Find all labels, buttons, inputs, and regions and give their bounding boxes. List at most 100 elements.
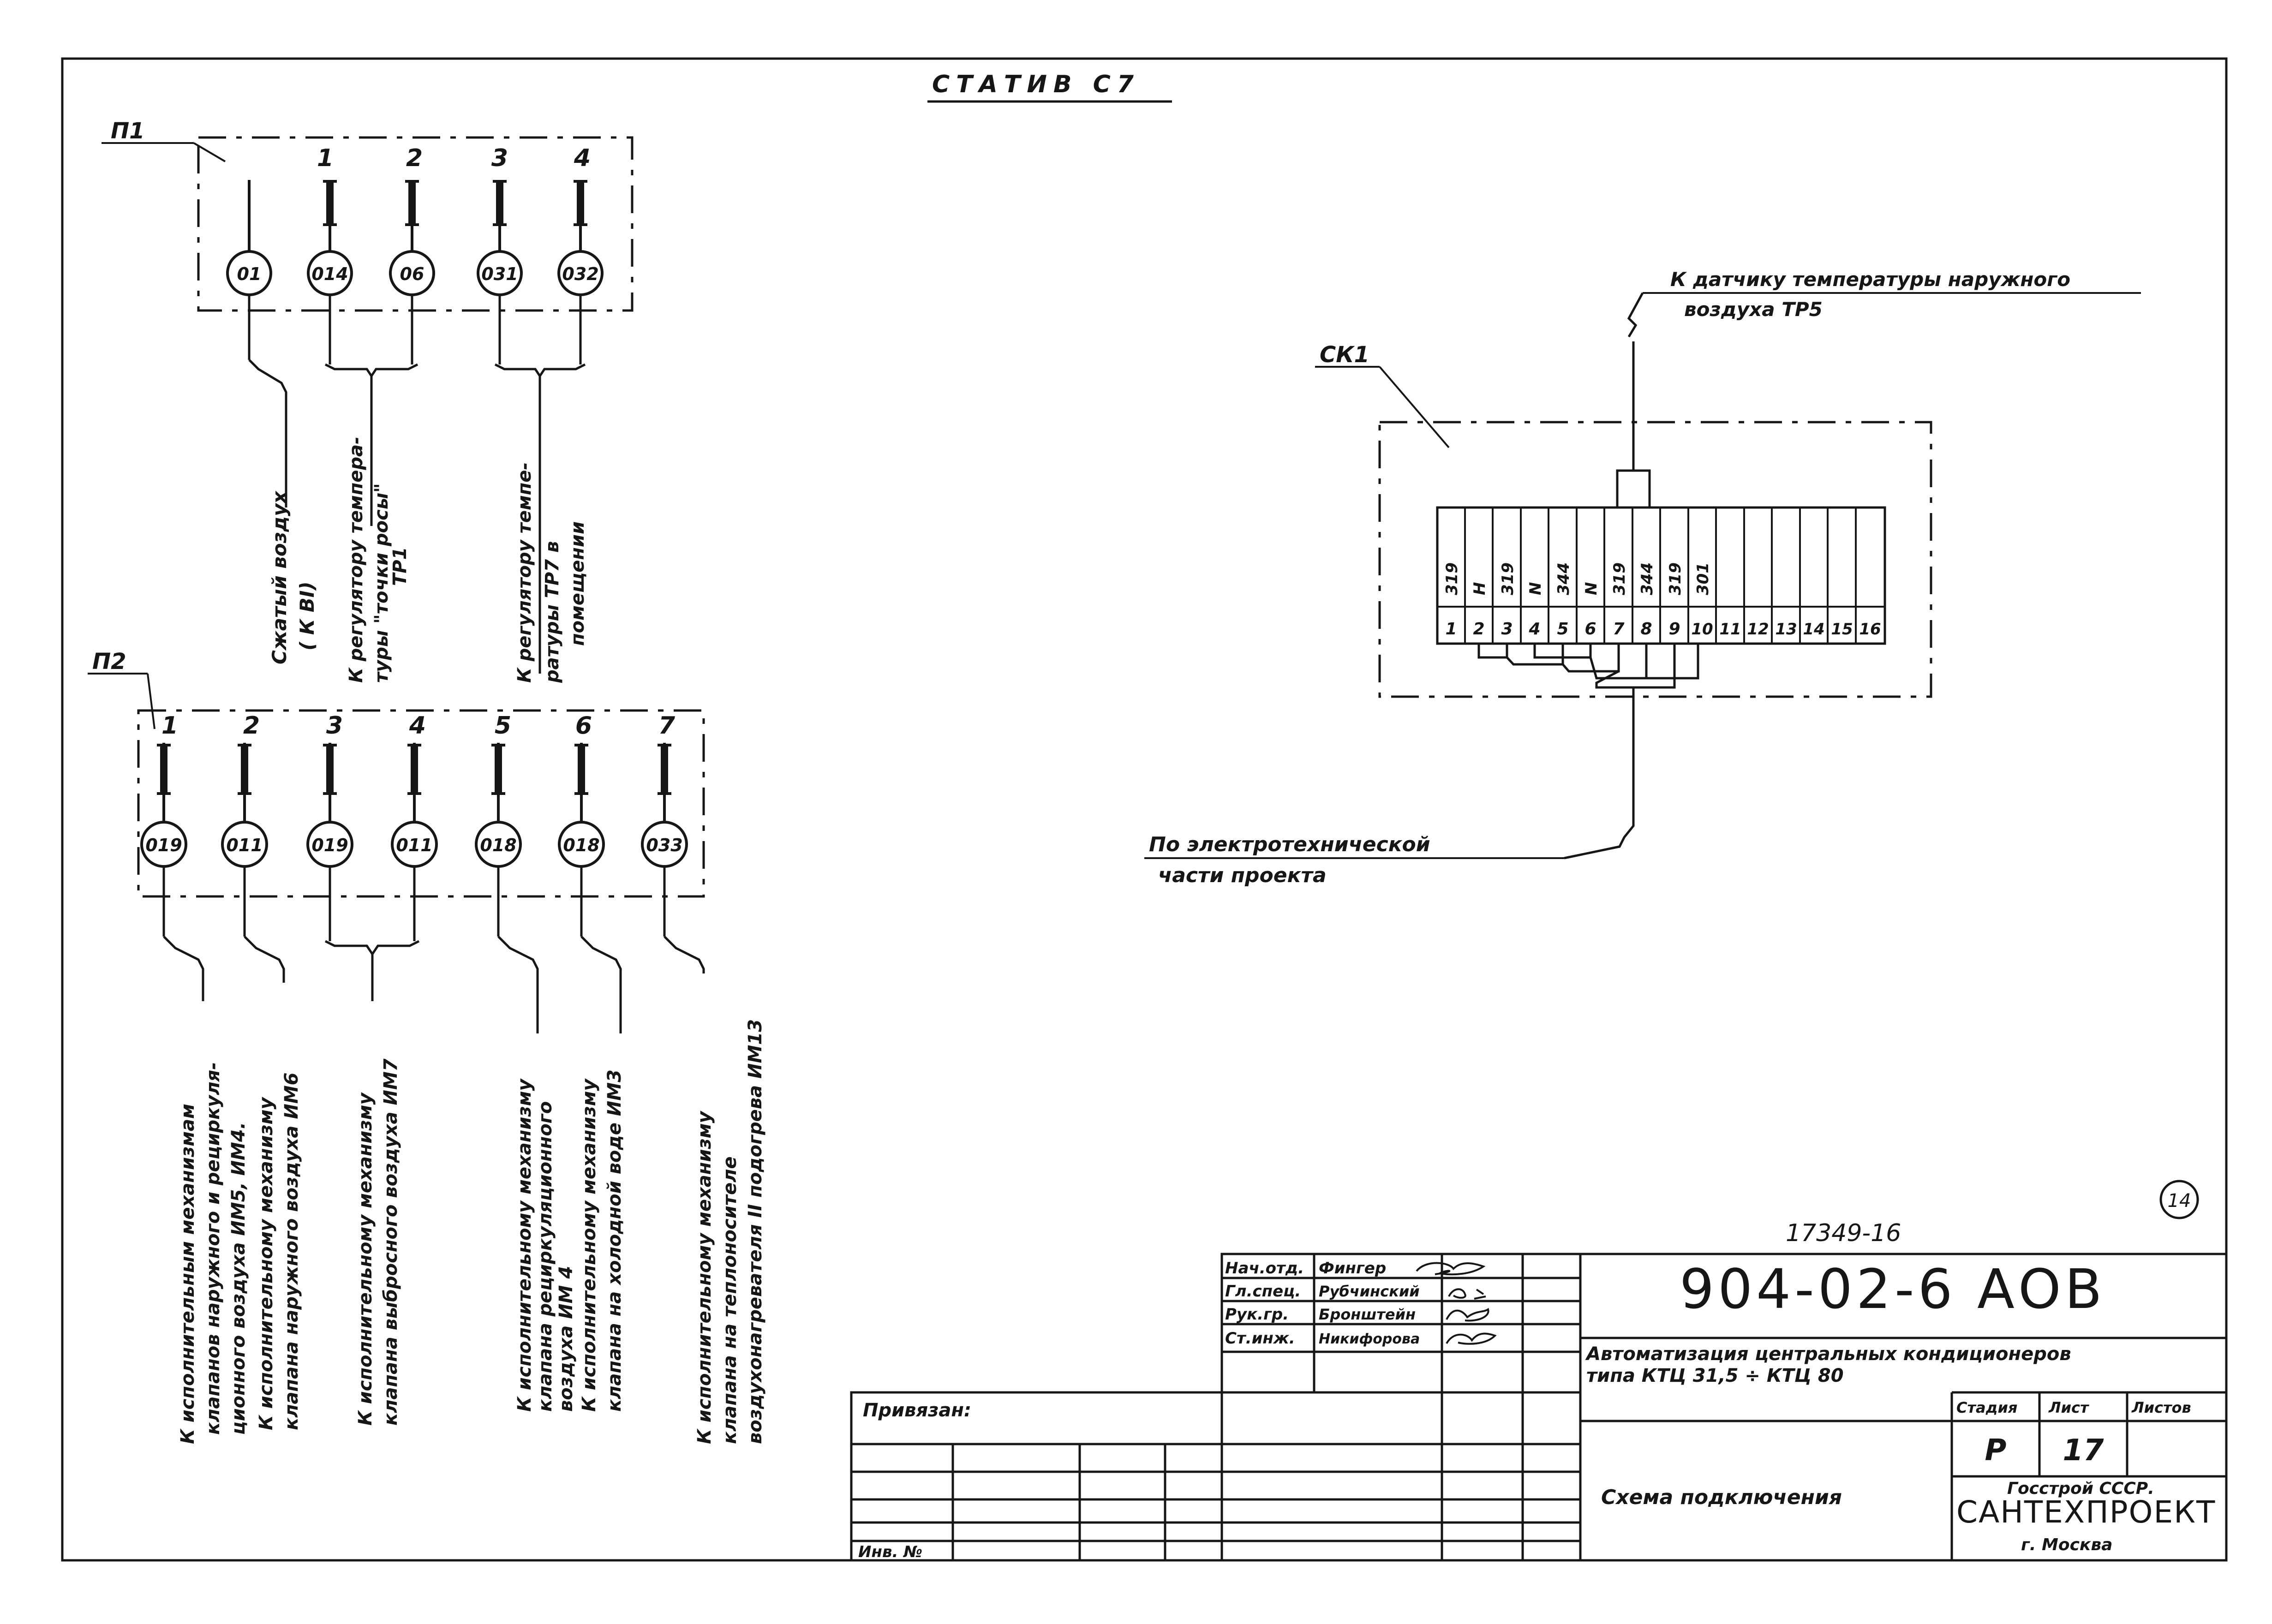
terminal-label: Н (1471, 582, 1489, 595)
panel-p2-box (137, 709, 705, 898)
note-im5-im4-line1: К исполнительным механизмам (177, 1104, 198, 1444)
note-im6-line2: клапана наружного воздуха ИМ6 (281, 1073, 302, 1430)
panel-p2-leader-diag (147, 673, 155, 729)
inv-number-label: Инв. № (858, 1543, 922, 1561)
sensor-leader (1627, 292, 1644, 338)
terminal-number: 15 (1831, 620, 1853, 639)
sheet-name: Схема подключения (1601, 1486, 1842, 1509)
terminal-jumpers (1477, 644, 1699, 697)
terminal-label: 301 (1694, 562, 1712, 595)
panel-p1-label: П1 (111, 118, 145, 144)
junction-box-ck1: СК1 К датчику температуры наружного возд… (1144, 268, 2141, 887)
title-line2: типа КТЦ 31,5 ÷ КТЦ 80 (1586, 1365, 1844, 1386)
panel-p1-box (197, 136, 634, 312)
terminal-label: N (1582, 582, 1601, 595)
note-room-temp-line2: ратуры ТР7 в (542, 541, 563, 683)
sheet-title: СТАТИВ С7 (932, 71, 1140, 98)
sheet-number-circle (2159, 1180, 2199, 1219)
panel-p1-terminal-number: 2 (406, 144, 423, 172)
sensor-note-line1: К датчику температуры наружного (1670, 268, 2070, 291)
note-im7-line2: клапана выбросного воздуха ИМ7 (380, 1058, 401, 1426)
panel-p2-terminal-numbers: 1 2 3 4 5 6 7 (161, 712, 676, 740)
panel-p2: П2 1 2 3 4 5 6 7 (88, 649, 766, 1444)
note-k-v1: ( К ВI) (296, 581, 318, 651)
org-line2: САНТЕХПРОЕКТ (1956, 1494, 2216, 1530)
terminal-number: 6 (1584, 620, 1596, 639)
terminal-label: 319 (1443, 562, 1461, 595)
terminal-label: 319 (1666, 562, 1685, 595)
privyazan-label: Привязан: (863, 1400, 971, 1421)
ck1-box (1378, 421, 1932, 698)
note-im5-im4-line2: клапанов наружного и рециркуля- (203, 1062, 224, 1435)
note-im13-line1: К исполнительному механизму (694, 1111, 715, 1444)
terminal-label: 319 (1499, 562, 1517, 595)
title-block: Нач.отд. Фингер Гл.спец. Рубчинский Рук.… (850, 1253, 2228, 1562)
panel-p2-terminal-number: 6 (575, 712, 592, 740)
terminal-number: 11 (1719, 620, 1741, 639)
cable-note-line2: части проекта (1158, 864, 1327, 887)
staff-name: Никифорова (1319, 1331, 1420, 1347)
panel-p2-notes: К исполнительным механизмам клапанов нар… (177, 1019, 766, 1444)
note-dewpoint-tr1: ТР1 (389, 547, 411, 586)
note-im7-line1: К исполнительному механизму (355, 1092, 376, 1426)
device-number: 011 (396, 835, 432, 855)
note-im3-line1: К исполнительному механизму (579, 1078, 600, 1412)
panel-p1-leads (248, 295, 586, 674)
stage-header: Стадия (1956, 1399, 2017, 1416)
terminal-number: 7 (1613, 620, 1624, 639)
note-dewpoint-line2: туры "точки росы" (371, 483, 392, 683)
terminal-number: 16 (1859, 620, 1881, 639)
terminal-number: 5 (1557, 620, 1568, 639)
staff-role: Ст.инж. (1225, 1329, 1295, 1348)
terminal-separators (1464, 508, 1857, 644)
sheet-number-circle-text: 14 (2168, 1190, 2191, 1212)
panel-p2-leads (162, 866, 705, 1033)
terminal-number: 1 (1445, 620, 1457, 639)
note-im5-im4-line3: ционного воздуха ИМ5, ИМ4. (228, 1122, 249, 1435)
sensor-note-line2: воздуха ТР5 (1684, 298, 1823, 321)
panel-p1-devices: 01 014 06 031 032 (226, 250, 604, 296)
terminal-number: 13 (1775, 620, 1797, 639)
archive-number: 17349-16 (1786, 1219, 1901, 1247)
panel-p2-terminal-number: 7 (658, 712, 676, 740)
panel-p2-terminal-number: 4 (409, 712, 426, 740)
terminal-labels: 319 Н 319 N 344 N 319 344 319 301 (1443, 562, 1712, 595)
terminal-numbers: 1 2 3 4 5 6 7 8 9 10 11 12 13 14 15 16 (1445, 620, 1881, 639)
panel-p2-terminal-number: 3 (326, 712, 343, 740)
terminal-number: 10 (1691, 620, 1713, 639)
org-line1: Госстрой СССР. (2007, 1479, 2154, 1498)
terminal-number: 8 (1640, 620, 1652, 639)
note-im4-line3: воздуха ИМ 4 (556, 1266, 577, 1412)
note-im6-line1: К исполнительному механизму (256, 1097, 277, 1430)
note-compressed-air: Сжатый воздух (268, 490, 291, 664)
staff-role: Гл.спец. (1225, 1282, 1301, 1301)
panel-p1-stems (248, 180, 587, 251)
sheet-value: 17 (2063, 1433, 2104, 1468)
device-number: 011 (226, 835, 263, 855)
outgoing-cable-leader (1564, 817, 1635, 860)
panel-p2-terminal-number: 1 (161, 712, 178, 740)
ck1-label: СК1 (1320, 342, 1369, 368)
note-im4-line2: клапана рециркуляционного (535, 1101, 556, 1412)
panel-p1: П1 1 2 3 4 (102, 118, 634, 683)
note-im13-line2: клапана на теплоносителе (719, 1157, 741, 1445)
device-number: 018 (563, 835, 599, 855)
device-number: 019 (311, 835, 348, 855)
device-number: 019 (145, 835, 182, 855)
org-line3: г. Москва (2021, 1535, 2112, 1554)
title-line1: Автоматизация центральных кондиционеров (1585, 1343, 2071, 1365)
panel-p1-terminal-number: 4 (574, 144, 591, 172)
device-number: 014 (311, 264, 348, 284)
signatures (1416, 1262, 1497, 1345)
staff-name: Бронштейн (1319, 1306, 1416, 1323)
staff-name: Фингер (1319, 1259, 1386, 1278)
sheet-header: Лист (2048, 1399, 2090, 1416)
designation: 904-02-6 АОВ (1680, 1257, 2106, 1321)
device-number: 06 (400, 264, 425, 284)
note-room-temp-line3: помещении (567, 521, 588, 646)
device-number: 018 (480, 835, 516, 855)
terminal-number: 4 (1528, 620, 1540, 639)
panel-p2-terminal-number: 5 (495, 712, 511, 740)
panel-p2-stems (157, 743, 671, 821)
cable-note-line1: По электротехнической (1149, 833, 1430, 856)
